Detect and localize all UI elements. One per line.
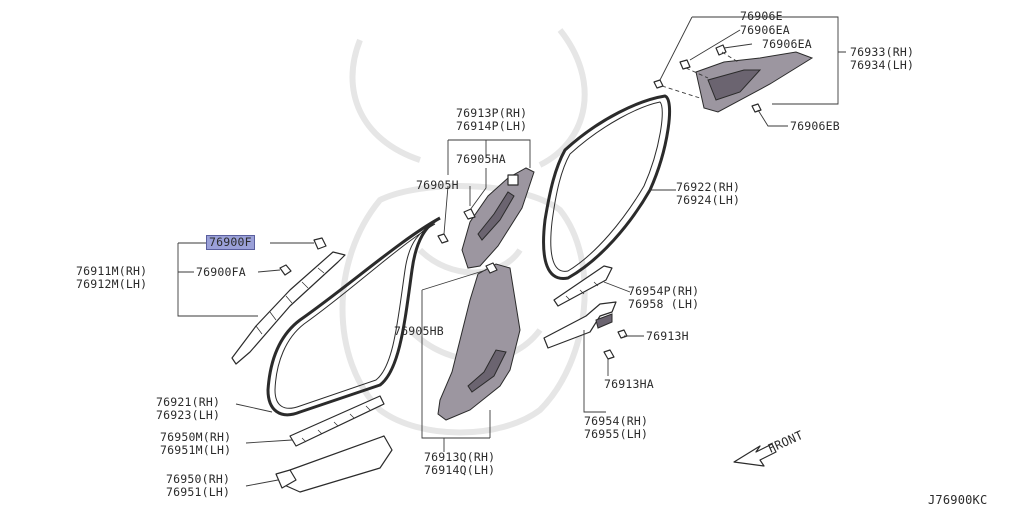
- label-76905H[interactable]: 76905H: [416, 178, 459, 192]
- label-76906EA[interactable]: 76906EA: [740, 23, 790, 37]
- clip-76900FA[interactable]: [279, 264, 292, 276]
- label-76933[interactable]: 76933(RH): [850, 45, 915, 59]
- label-76934[interactable]: 76934(LH): [850, 58, 915, 72]
- label-76913HA[interactable]: 76913HA: [604, 377, 654, 391]
- label-76914Q[interactable]: 76914Q(LH): [424, 463, 496, 477]
- label-76922[interactable]: 76922(RH): [676, 180, 741, 194]
- label-76913Q[interactable]: 76913Q(RH): [424, 450, 496, 464]
- rear-door-weatherstrip[interactable]: [542, 94, 672, 280]
- clip-76913H[interactable]: [617, 329, 628, 339]
- label-76951M[interactable]: 76951M(LH): [160, 443, 232, 457]
- seatbelt-anchor-cover: [507, 174, 519, 186]
- center-pillar-lower-garnish[interactable]: [437, 263, 521, 421]
- label-76906E[interactable]: 76906E: [740, 9, 783, 23]
- clip-76905HB[interactable]: [485, 262, 498, 274]
- label-76905HA[interactable]: 76905HA: [456, 152, 506, 166]
- rear-kicking-plate[interactable]: [543, 301, 617, 349]
- front-direction-arrow: [733, 443, 777, 467]
- front-sill-plate[interactable]: [289, 395, 385, 447]
- label-76954P[interactable]: 76954P(RH): [628, 284, 700, 298]
- label-76912M[interactable]: 76912M(LH): [76, 277, 148, 291]
- clip-76906EB[interactable]: [751, 103, 762, 113]
- clip-76905HA[interactable]: [463, 208, 476, 220]
- label-76958[interactable]: 76958 (LH): [628, 297, 700, 311]
- clip-76913HA[interactable]: [603, 349, 615, 360]
- leader-lines: [177, 16, 846, 487]
- front-pillar-garnish[interactable]: [231, 251, 346, 365]
- label-76906EA-2[interactable]: 76906EA: [762, 37, 812, 51]
- label-76906EB[interactable]: 76906EB: [790, 119, 840, 133]
- label-76913P[interactable]: 76913P(RH): [456, 106, 528, 120]
- front-door-weatherstrip[interactable]: [266, 216, 441, 417]
- label-76914P[interactable]: 76914P(LH): [456, 119, 528, 133]
- label-76950M[interactable]: 76950M(RH): [160, 430, 232, 444]
- diagram-code: J76900KC: [928, 493, 988, 507]
- clip-76900F[interactable]: [313, 237, 327, 250]
- clip-76906E[interactable]: [653, 79, 664, 89]
- label-76954[interactable]: 76954(RH): [584, 414, 649, 428]
- label-76923[interactable]: 76923(LH): [156, 408, 221, 422]
- label-76900F-highlighted[interactable]: 76900F: [206, 235, 255, 250]
- clip-76905H[interactable]: [437, 233, 449, 244]
- label-76951[interactable]: 76951(LH): [166, 485, 231, 499]
- clip-76906EA-a[interactable]: [679, 59, 691, 70]
- label-76955[interactable]: 76955(LH): [584, 427, 649, 441]
- label-76921[interactable]: 76921(RH): [156, 395, 221, 409]
- rear-sill-plate[interactable]: [553, 265, 613, 307]
- label-76900FA[interactable]: 76900FA: [196, 265, 246, 279]
- label-76924[interactable]: 76924(LH): [676, 193, 741, 207]
- label-76905HB[interactable]: 76905HB: [394, 324, 444, 338]
- label-76950[interactable]: 76950(RH): [166, 472, 231, 486]
- label-76911M[interactable]: 76911M(RH): [76, 264, 148, 278]
- label-76913H[interactable]: 76913H: [646, 329, 689, 343]
